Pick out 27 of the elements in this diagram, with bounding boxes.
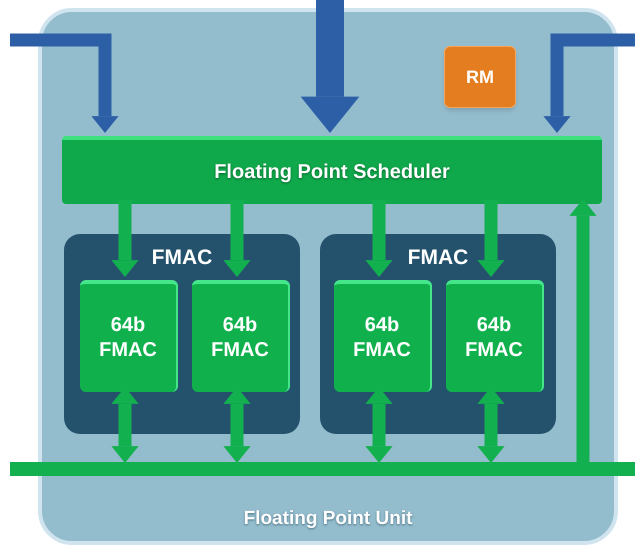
group-panel xyxy=(64,234,300,434)
arrow xyxy=(300,0,360,132)
box-label: 64b FMAC xyxy=(98,313,158,363)
bus-bar xyxy=(10,462,635,476)
box-label: FMAC xyxy=(408,245,468,271)
unit-panel xyxy=(38,8,618,545)
arrow xyxy=(223,200,251,276)
box-label: Floating Point Scheduler xyxy=(214,160,450,185)
arrow xyxy=(569,200,597,462)
box-label: FMAC xyxy=(152,245,212,271)
arrow xyxy=(543,34,635,132)
group-panel xyxy=(320,234,556,434)
arrow xyxy=(10,34,119,132)
box-label: RM xyxy=(466,66,494,88)
arrow xyxy=(111,200,139,276)
box-label: 64b FMAC xyxy=(352,313,412,363)
unit-box xyxy=(192,280,290,392)
scheduler-bar xyxy=(62,136,602,204)
box-label: Floating Point Unit xyxy=(244,506,412,530)
unit-box xyxy=(334,280,432,392)
unit-box xyxy=(446,280,544,392)
arrow xyxy=(477,200,505,276)
arrow xyxy=(365,200,393,276)
unit-box xyxy=(80,280,178,392)
rm-box xyxy=(444,46,516,108)
box-label: 64b FMAC xyxy=(464,313,524,363)
box-label: 64b FMAC xyxy=(210,313,270,363)
